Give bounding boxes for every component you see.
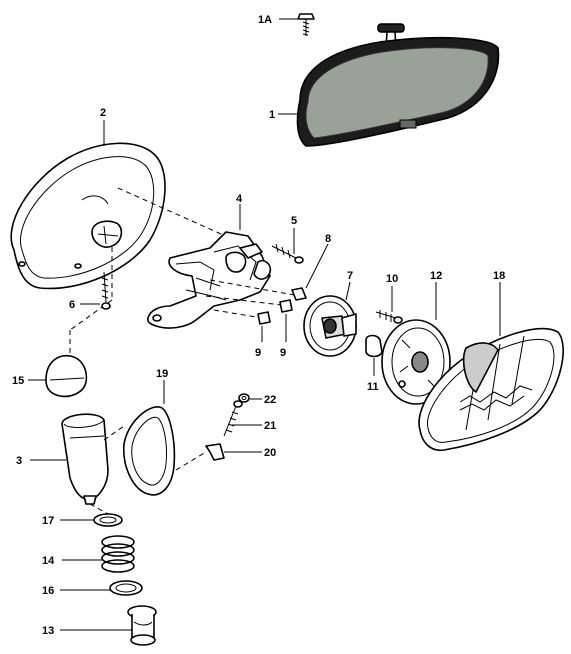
- callout-11: 11: [367, 381, 379, 393]
- part-3-mirror-base: [61, 413, 109, 505]
- callout-19: 19: [156, 368, 168, 380]
- part-20-clip: [205, 443, 225, 461]
- part-9-bushing: [279, 299, 293, 313]
- callout-4: 4: [236, 193, 243, 205]
- callout-14: 14: [42, 555, 55, 567]
- callout-9a: 9: [255, 347, 261, 359]
- part-19-gasket: [123, 406, 176, 496]
- callout-21: 21: [264, 420, 276, 432]
- part-14-spring: [101, 535, 135, 573]
- alignment-line: [175, 451, 207, 471]
- callout-2: 2: [100, 107, 106, 119]
- part-22-washer: [238, 393, 250, 403]
- callout-5: 5: [291, 215, 297, 227]
- part-13-sleeve: [127, 605, 157, 646]
- leader-8: [305, 243, 329, 289]
- alignment-line: [209, 279, 301, 297]
- callout-22: 22: [264, 394, 276, 406]
- callout-1a: 1A: [258, 14, 272, 26]
- callout-7: 7: [347, 270, 353, 282]
- part-6-screw: [101, 271, 111, 310]
- part-10-screw: [375, 310, 403, 324]
- part-5-screw: [271, 243, 304, 264]
- part-2-mirror-housing: [10, 142, 166, 290]
- part-7-adjuster-disc: [303, 295, 357, 357]
- part-12-base-plate: [381, 319, 451, 405]
- callout-3: 3: [16, 455, 22, 467]
- callout-18: 18: [493, 270, 505, 282]
- leader-7: [345, 281, 351, 301]
- callout-17: 17: [42, 515, 54, 527]
- part-16-ring: [109, 580, 143, 596]
- callout-15: 15: [12, 375, 24, 387]
- alignment-line: [103, 425, 125, 441]
- part-21-bolt: [223, 400, 243, 437]
- callout-13: 13: [42, 625, 54, 637]
- callout-10: 10: [386, 273, 398, 285]
- part-15-cap: [45, 354, 88, 398]
- callout-20: 20: [264, 447, 276, 459]
- alignment-line: [89, 503, 109, 515]
- callout-16: 16: [42, 585, 54, 597]
- part-17-retaining-ring: [93, 513, 123, 527]
- part-4-bracket-mechanism: [147, 231, 272, 329]
- part-18-mirror-glass: [418, 327, 564, 452]
- callout-1: 1: [269, 109, 275, 121]
- callout-12: 12: [430, 270, 442, 282]
- part-1a-screw: [297, 13, 315, 36]
- callout-9b: 9: [280, 347, 286, 359]
- part-8-bushing: [291, 287, 307, 301]
- alignment-line: [213, 309, 263, 319]
- callout-6: 6: [69, 299, 75, 311]
- part-11-clip: [365, 334, 383, 358]
- part-9-bushing: [257, 311, 271, 325]
- part-1-rear-view-mirror: [296, 23, 500, 147]
- callout-8: 8: [325, 233, 331, 245]
